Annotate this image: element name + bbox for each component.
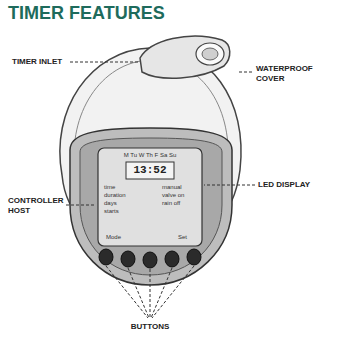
part-label: BUTTONS [131, 322, 170, 332]
inlet-tube [140, 36, 230, 78]
lcd-label: days [104, 200, 117, 207]
lcd-label: valve on [162, 192, 184, 199]
lcd-label: time [104, 184, 115, 191]
part-label: LED DISPLAY [258, 180, 310, 190]
button-caption: Set [178, 234, 187, 241]
button-row [99, 249, 201, 268]
button-caption: Mode [106, 234, 121, 241]
leader-lines [66, 62, 255, 318]
controller-body [70, 128, 232, 285]
clock-digits: 13:52 [133, 164, 166, 177]
weekday-row: M Tu W Th F Sa Su [124, 152, 177, 159]
controller-face [80, 138, 222, 275]
part-label: TIMER INLET [12, 57, 62, 67]
inlet-opening [196, 43, 224, 65]
lcd-screen [98, 148, 202, 246]
lcd-label: duration [104, 192, 126, 199]
clock-frame [126, 162, 174, 179]
lcd-label: starts [104, 208, 119, 215]
part-label: CONTROLLER HOST [8, 196, 64, 216]
part-label: WATERPROOF COVER [256, 64, 326, 84]
inlet-hole [202, 48, 218, 60]
lcd-label: rain off [162, 200, 180, 207]
lcd-label: manual [162, 184, 182, 191]
title: TIMER FEATURES [8, 2, 165, 24]
